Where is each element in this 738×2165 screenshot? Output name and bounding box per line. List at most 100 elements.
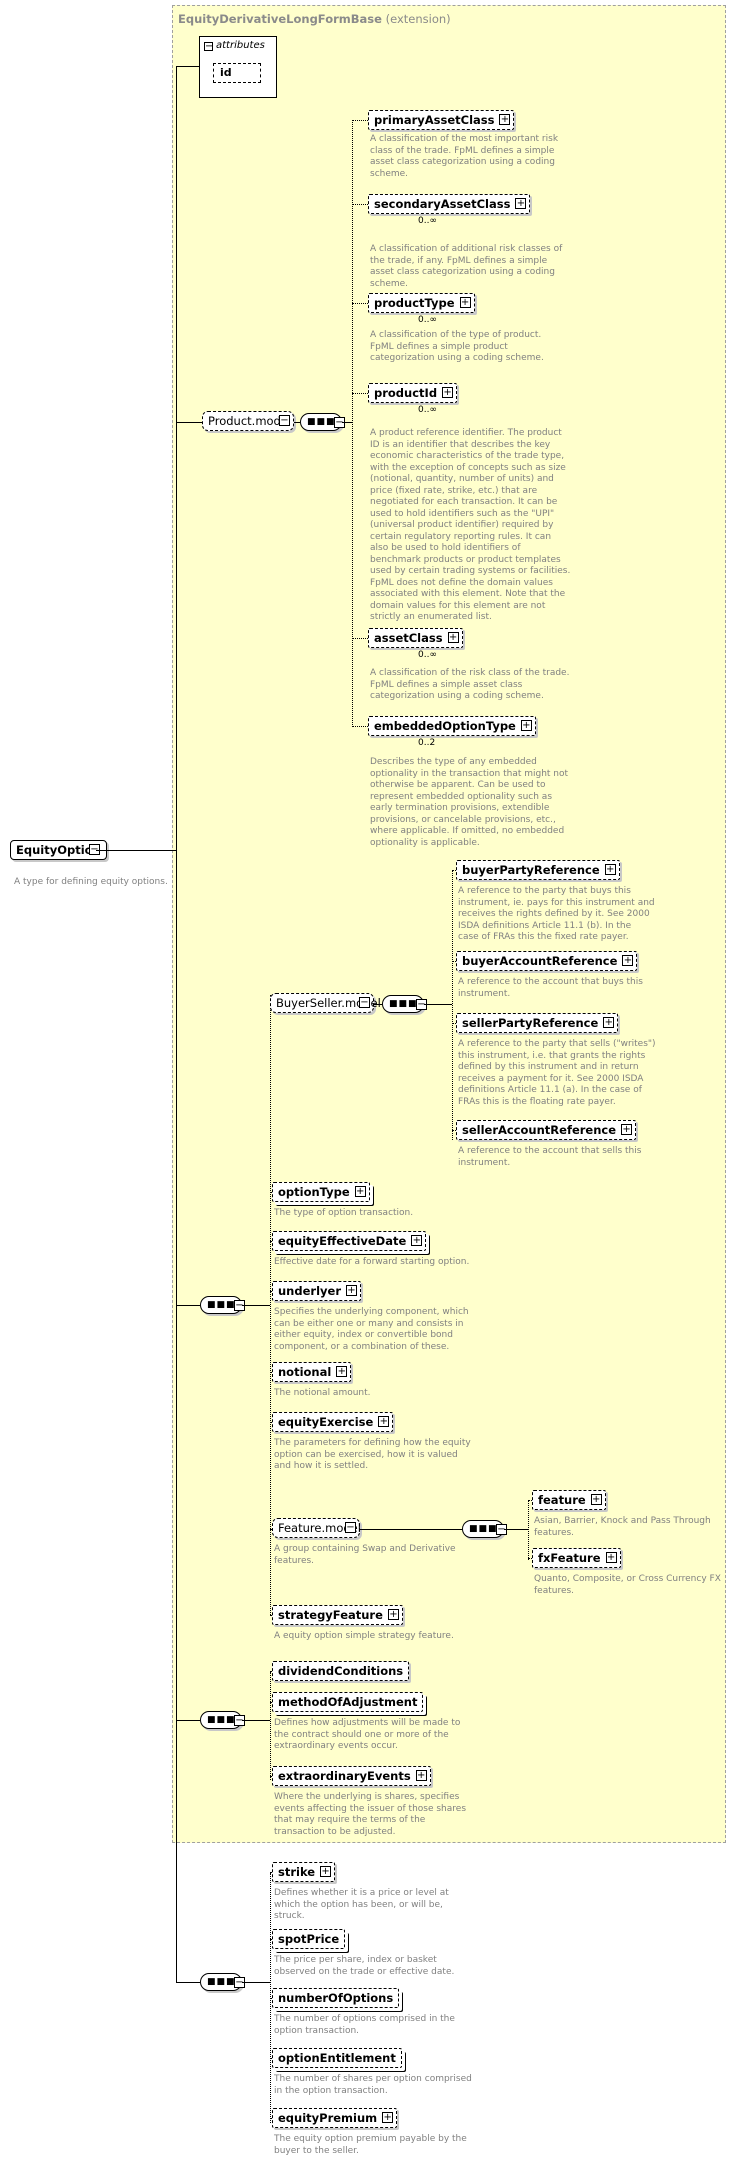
expand-icon[interactable]: +: [590, 1494, 602, 1505]
element-assetclass[interactable]: assetClass +: [368, 628, 463, 648]
element-notional[interactable]: notional+: [272, 1362, 352, 1382]
sequence-adjustments[interactable]: ■■■−: [200, 1711, 245, 1729]
sequence-equity-option-details[interactable]: ■■■−: [200, 1296, 245, 1314]
element-sellerpartyreference[interactable]: sellerPartyReference+: [456, 1013, 619, 1033]
connector-line: [352, 204, 368, 205]
expand-icon[interactable]: +: [447, 632, 459, 643]
element-equityexercise[interactable]: equityExercise+: [272, 1412, 394, 1432]
element-extraordinaryevents[interactable]: extraordinaryEvents+: [272, 1766, 431, 1786]
element-description: A classification of the most important r…: [370, 134, 558, 180]
description-line: Asian, Barrier, Knock and Pass Through: [534, 1516, 711, 1526]
description-line: The price per share, index or basket: [274, 1955, 437, 1965]
element-methodofadjustment[interactable]: methodOfAdjustment: [272, 1692, 424, 1712]
attributes-header[interactable]: −attributes: [204, 40, 265, 52]
element-strike[interactable]: strike+: [272, 1862, 336, 1882]
collapse-icon[interactable]: −: [359, 997, 370, 1008]
expand-icon[interactable]: +: [459, 297, 471, 308]
description-line: asset class categorization using a codin…: [370, 157, 555, 167]
element-underlyer[interactable]: underlyer+: [272, 1281, 361, 1301]
sequence-buyerseller-model[interactable]: ■■■−: [382, 995, 427, 1013]
group-feature-model[interactable]: Feature.model−: [272, 1518, 361, 1538]
description-line: A product reference identifier. The prod…: [370, 428, 562, 438]
expand-icon[interactable]: +: [604, 864, 616, 875]
root-element-equityoption[interactable]: EquityOption−: [10, 840, 107, 860]
sequence-product-model[interactable]: ■■■−: [300, 413, 345, 431]
collapse-icon[interactable]: −: [204, 41, 214, 52]
group-buyerseller-model[interactable]: BuyerSeller.model−: [270, 993, 381, 1013]
connector-line: [270, 1672, 271, 1780]
element-name: assetClass: [374, 631, 443, 645]
description-line: Effective date for a forward starting op…: [274, 1257, 470, 1267]
group-product-model[interactable]: Product.model−: [202, 411, 294, 431]
element-numberofoptions[interactable]: numberOfOptions: [272, 1988, 400, 2008]
connector-line: [176, 1982, 200, 1983]
expand-icon[interactable]: +: [387, 1609, 399, 1620]
element-producttype[interactable]: productType+: [368, 293, 475, 313]
element-description: The notional amount.: [274, 1388, 371, 1400]
expand-icon[interactable]: +: [442, 387, 454, 398]
element-name: equityEffectiveDate: [278, 1234, 407, 1248]
element-name: numberOfOptions: [278, 1991, 394, 2005]
connector-line: [96, 850, 176, 851]
element-secondaryassetclass[interactable]: secondaryAssetClass+: [368, 194, 531, 214]
expand-icon[interactable]: +: [382, 2112, 394, 2123]
expand-icon[interactable]: +: [336, 1366, 348, 1377]
element-buyerpartyreference[interactable]: buyerPartyReference+: [456, 860, 620, 880]
element-primaryassetclass[interactable]: primaryAssetClass+: [368, 110, 515, 130]
element-embeddedoptiontype[interactable]: embeddedOptionType+: [368, 716, 536, 736]
element-equityeffectivedate[interactable]: equityEffectiveDate +: [272, 1231, 427, 1251]
expand-icon[interactable]: +: [499, 114, 511, 125]
expand-icon[interactable]: +: [605, 1552, 617, 1563]
extension-base-title: EquityDerivativeLongFormBase (extension): [178, 12, 451, 26]
description-line: and how it is settled.: [274, 1461, 369, 1471]
description-line: features.: [534, 1585, 575, 1596]
element-selleraccountreference[interactable]: sellerAccountReference+: [456, 1120, 637, 1140]
expand-icon[interactable]: +: [515, 198, 527, 209]
element-description: A equity option simple strategy feature.: [274, 1631, 454, 1643]
element-productid[interactable]: productId+: [368, 383, 458, 403]
connector-line: [352, 393, 368, 394]
collapse-icon[interactable]: −: [279, 415, 290, 426]
expand-icon[interactable]: +: [320, 1866, 332, 1877]
element-description: A classification of the risk class of th…: [370, 668, 569, 703]
description-line: FpML defines a simple asset class: [370, 679, 523, 690]
expand-icon[interactable]: +: [415, 1770, 427, 1781]
element-buyeraccountreference[interactable]: buyerAccountReference +: [456, 951, 638, 971]
connector-line: [176, 66, 177, 1982]
element-fxfeature[interactable]: fxFeature+: [532, 1548, 621, 1568]
element-spotprice[interactable]: spotPrice: [272, 1929, 346, 1949]
element-description: Effective date for a forward starting op…: [274, 1257, 469, 1269]
element-equitypremium[interactable]: equityPremium+: [272, 2108, 398, 2128]
expand-icon[interactable]: +: [346, 1285, 357, 1296]
sequence-feature-model[interactable]: ■■■−: [462, 1520, 507, 1538]
description-line: domain values for this element are not: [370, 600, 546, 611]
element-strategyfeature[interactable]: strategyFeature+: [272, 1605, 403, 1625]
attribute-id[interactable]: id: [213, 63, 261, 83]
collapse-icon[interactable]: −: [345, 1522, 356, 1533]
expand-icon[interactable]: +: [622, 955, 634, 966]
element-dividendconditions[interactable]: dividendConditions: [272, 1661, 410, 1681]
attributes-box[interactable]: −attributes id: [199, 36, 277, 98]
description-line: A classification of the most important r…: [370, 134, 559, 144]
connector-line: [352, 303, 368, 304]
description-line: this instrument, i.e. that grants the ri…: [458, 1050, 646, 1061]
expand-icon[interactable]: +: [603, 1017, 615, 1028]
connector-line: [452, 870, 453, 1140]
expand-icon[interactable]: +: [520, 720, 532, 731]
element-name: buyerAccountReference: [462, 954, 618, 968]
expand-icon[interactable]: +: [411, 1235, 423, 1246]
element-optiontype[interactable]: optionType+: [272, 1182, 370, 1202]
expand-icon[interactable]: +: [621, 1124, 633, 1135]
description-line: A reference to the account that buys thi…: [458, 977, 643, 987]
expand-icon[interactable]: +: [378, 1416, 390, 1427]
connector-line: [176, 1720, 200, 1721]
element-feature[interactable]: feature+: [532, 1490, 606, 1510]
sequence-equityoption[interactable]: ■■■−: [200, 1973, 245, 1991]
connector-line: [528, 1558, 532, 1559]
element-optionentitlement[interactable]: optionEntitlement: [272, 2048, 402, 2068]
connector-line: [342, 422, 352, 423]
collapse-icon[interactable]: −: [89, 844, 100, 855]
expand-icon[interactable]: +: [354, 1186, 366, 1197]
